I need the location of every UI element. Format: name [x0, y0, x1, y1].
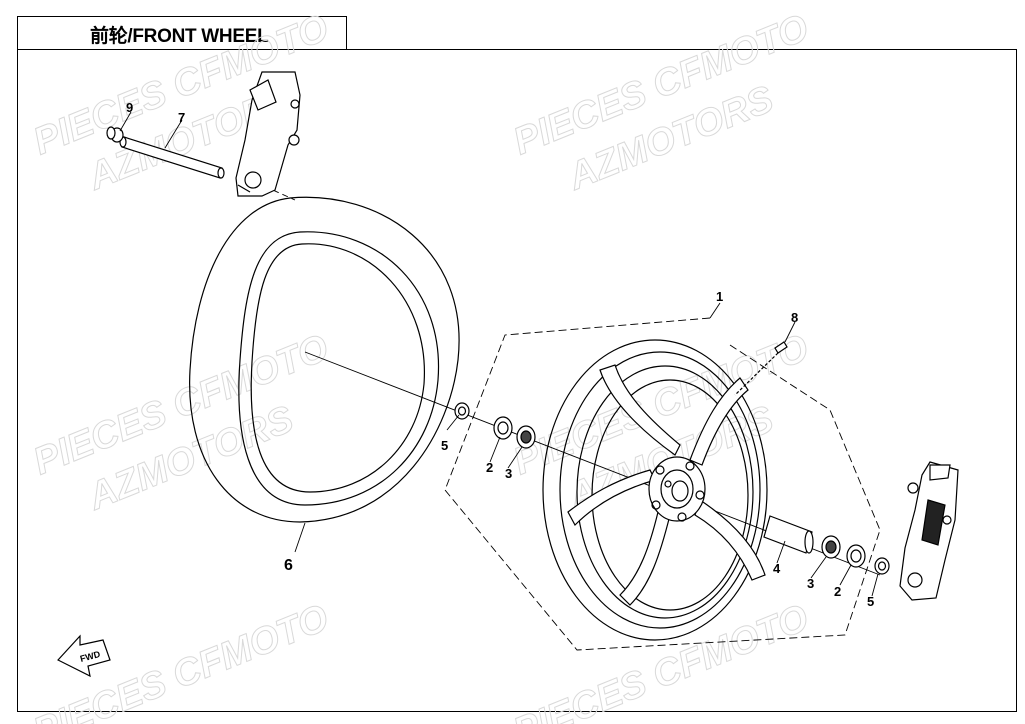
- wheel-rim-1: [542, 339, 768, 641]
- nut-9: [106, 126, 124, 143]
- callout-labels: 1 2 2 3 3 4 5 5 6 7 8 9: [126, 100, 874, 609]
- oil-seal-2-right: [846, 544, 866, 568]
- leader-dashed: [254, 181, 296, 201]
- diagram-title: 前轮/FRONT WHEEL: [90, 26, 269, 47]
- assembly-outline: [444, 317, 881, 651]
- diagram-frame: [17, 49, 1017, 712]
- bearing-3-right: [821, 535, 841, 559]
- callout-label: 6: [284, 557, 293, 574]
- right-fork-leg: [899, 461, 959, 601]
- callout-label: 3: [505, 466, 512, 481]
- callout-label: 5: [441, 438, 448, 453]
- leader-lines: [119, 111, 879, 597]
- valve-8: [734, 341, 788, 396]
- diagram-title-box: 前轮/FRONT WHEEL: [17, 16, 347, 50]
- oil-seal-2-left: [493, 416, 513, 440]
- callout-label: 7: [178, 110, 185, 125]
- fwd-arrow: FWD: [57, 634, 111, 678]
- callout-label: 2: [834, 584, 841, 599]
- spacer-5-left: [454, 402, 470, 420]
- callout-label: 9: [126, 100, 133, 115]
- callout-label: 2: [486, 460, 493, 475]
- watermark-text: PIECES CFMOTO: [508, 597, 815, 724]
- bearing-3-left: [516, 425, 536, 449]
- callout-label: 5: [867, 594, 874, 609]
- watermarks: PIECES CFMOTO AZMOTORS PIECES CFMOTO AZM…: [27, 6, 815, 724]
- callout-label: 3: [807, 576, 814, 591]
- callout-label: 4: [773, 561, 781, 576]
- spacer-tube-4: [763, 515, 814, 554]
- tire-6: [189, 196, 460, 523]
- callout-label: 8: [791, 310, 798, 325]
- spacer-5-right: [874, 557, 890, 575]
- left-fork-leg: [235, 71, 301, 197]
- callout-label: 1: [716, 289, 723, 304]
